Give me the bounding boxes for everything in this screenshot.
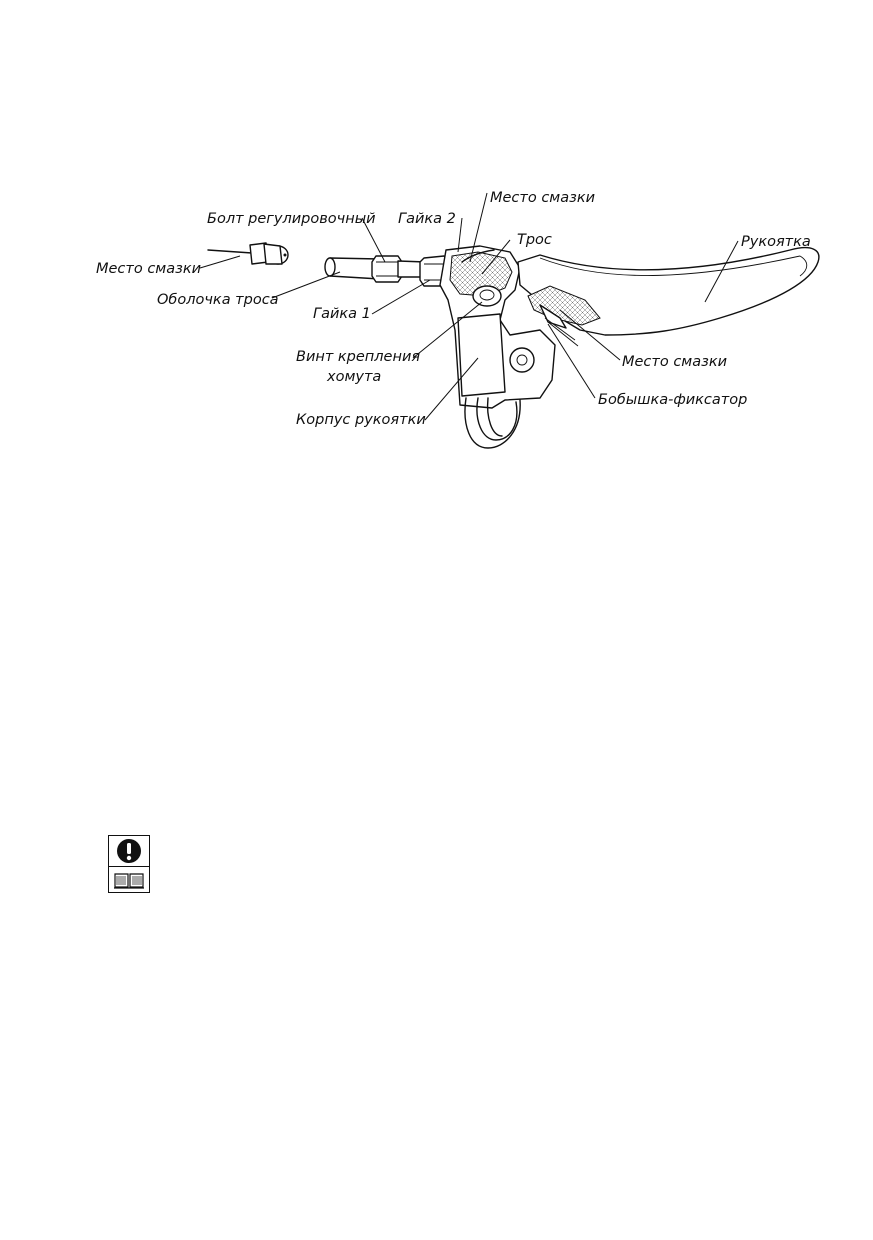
label-clamp-screw-line1: Винт крепления — [296, 349, 420, 365]
label-clamp-screw-line2: хомута — [326, 369, 381, 385]
cable-end-fitting — [207, 242, 289, 265]
adjusting-bolt — [371, 255, 427, 283]
label-cable-housing: Оболочка троса — [157, 292, 279, 308]
open-book-icon — [114, 872, 144, 889]
handlebar-clamp — [464, 397, 521, 449]
label-lever: Рукоятка — [741, 234, 811, 250]
label-nut-2: Гайка 2 — [398, 211, 456, 227]
label-lube-point-left: Место смазки — [96, 261, 201, 277]
leader-lines — [199, 192, 739, 421]
brake-cable — [461, 249, 495, 263]
label-nut-1: Гайка 1 — [313, 306, 371, 322]
exclamation-circle-icon — [117, 839, 141, 863]
label-lube-point-right: Место смазки — [622, 354, 727, 370]
label-cable: Трос — [517, 232, 552, 248]
notice-box — [108, 835, 150, 893]
label-lube-point-top: Место смазки — [490, 190, 595, 206]
warning-cell — [109, 836, 149, 867]
brake-handle — [517, 246, 820, 347]
label-lever-body: Корпус рукоятки — [296, 412, 426, 428]
label-lock-boss: Бобышка-фиксатор — [598, 392, 747, 408]
label-adjusting-bolt: Болт регулировочный — [207, 211, 376, 227]
lever-body — [439, 245, 556, 409]
manual-cell — [109, 867, 149, 892]
